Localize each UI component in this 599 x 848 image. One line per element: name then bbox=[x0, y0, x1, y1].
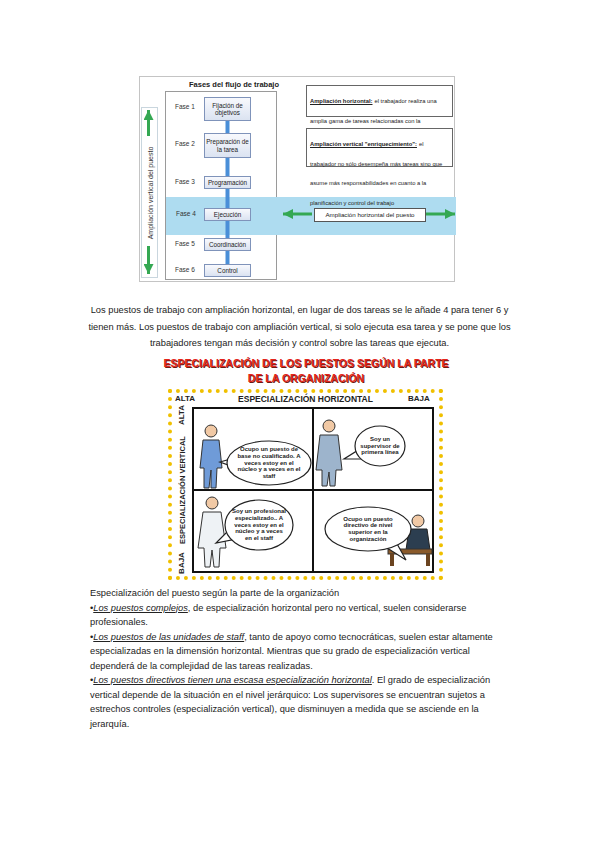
bubble-body bbox=[325, 507, 411, 551]
bullet: • bbox=[90, 675, 93, 685]
heading-line: Especialización del puesto según la part… bbox=[90, 586, 515, 601]
figure-title: Fases del flujo de trabajo bbox=[189, 80, 279, 89]
figure-head bbox=[205, 425, 217, 437]
definition-text: el trabajador no sólo desempeña más tare… bbox=[310, 141, 442, 206]
bullet-item: •Los puestos complejos, de especializaci… bbox=[90, 601, 515, 630]
axis-title: ESPECIALIZACIÓN VERTICAL bbox=[178, 436, 187, 544]
text-holder: Ampliación vertical "enriquecimiento":el… bbox=[307, 129, 452, 211]
text-holder: Ampliación horizontal del puesto bbox=[315, 209, 425, 221]
speech-bubble: Soy un profesional especializado.. A vec… bbox=[224, 499, 294, 551]
process-box: Coordinación bbox=[204, 238, 251, 251]
text-holder: Programación bbox=[205, 177, 250, 188]
paragraph-block: Los puestos de trabajo con ampliación ho… bbox=[84, 302, 515, 352]
matrix-divider bbox=[193, 489, 433, 491]
node-text: Soy un supervisor de primera línea bbox=[360, 436, 400, 456]
axis-end-label: BAJA bbox=[408, 394, 430, 403]
definition-term: Ampliación horizontal: bbox=[310, 98, 372, 104]
supervisor-figure bbox=[316, 420, 342, 486]
flow-arrow bbox=[226, 158, 230, 176]
matrix-frame: Ocupo un puesto de base no cualificado. … bbox=[168, 389, 443, 580]
node-text: Ocupo un puesto de base no cualificado. … bbox=[235, 446, 303, 480]
definition-term: Ampliación vertical "enriquecimiento": bbox=[310, 141, 417, 147]
bubble-body bbox=[225, 500, 293, 550]
flow-arrow bbox=[226, 121, 230, 133]
text-holder: Ocupo un puesto de base no cualificado. … bbox=[226, 440, 312, 486]
callout-box: Ampliación horizontal del puesto bbox=[314, 208, 426, 222]
text-holder: Coordinación bbox=[205, 239, 250, 250]
figure-body bbox=[200, 440, 222, 488]
band-label: Ampliación vertical del puesto bbox=[146, 144, 153, 241]
bullet: • bbox=[90, 603, 93, 613]
flow-arrow bbox=[226, 251, 230, 264]
text-holder: Preparación de la tarea bbox=[205, 134, 250, 157]
axis-end-label: ALTA bbox=[175, 394, 195, 403]
professional-figure bbox=[198, 497, 226, 567]
phase-label: Fase 5 bbox=[175, 240, 195, 247]
figure-head bbox=[323, 420, 335, 432]
body-paragraph: Los puestos de trabajo con ampliación ho… bbox=[88, 305, 510, 348]
figure-head bbox=[412, 515, 424, 527]
definition-box: Ampliación horizontal:el trabajador real… bbox=[306, 85, 453, 117]
speech-bubble: Soy un supervisor de primera línea bbox=[354, 425, 406, 467]
phase-label: Fase 1 bbox=[175, 103, 195, 110]
node-text: Coordinación bbox=[209, 241, 246, 248]
node-text: Ocupo un puesto directivo de nivel super… bbox=[334, 516, 402, 543]
matrix-title: ESPECIALIZACIÓN DE LOS PUESTOS SEGÚN LA … bbox=[156, 356, 456, 386]
emphasis: Los puestos directivos tienen una escasa… bbox=[93, 675, 372, 685]
vertical-band: Ampliación vertical del puesto bbox=[141, 107, 158, 278]
text-holder: Ocupo un puesto directivo de nivel super… bbox=[324, 506, 412, 552]
node-text: Preparación de la tarea bbox=[206, 138, 249, 152]
bullet-item: •Los puestos de las unidades de staff, t… bbox=[90, 630, 515, 674]
figure-frame: Ampliación vertical del puesto Fijación d… bbox=[139, 76, 455, 282]
emphasis: Los puestos de las unidades de staff bbox=[93, 632, 244, 642]
node-text: Ampliación horizontal del puesto bbox=[325, 211, 414, 218]
node-text: Control bbox=[217, 267, 237, 274]
bubble-body bbox=[227, 441, 311, 485]
desk-leg bbox=[426, 554, 430, 566]
process-box: Programación bbox=[204, 176, 251, 189]
bullet-item: •Los puestos directivos tienen una escas… bbox=[90, 673, 515, 731]
desk-leg bbox=[390, 554, 394, 566]
text-holder: Soy un profesional especializado.. A vec… bbox=[224, 499, 294, 551]
flow-frame bbox=[166, 92, 277, 280]
bubble-body bbox=[355, 426, 405, 466]
phase-label: Fase 4 bbox=[176, 210, 196, 217]
phase-label: Fase 2 bbox=[175, 140, 195, 147]
node-text: Fijación de objetivos bbox=[206, 102, 249, 116]
phase-label: Fase 6 bbox=[175, 266, 195, 273]
node-text: Ejecución bbox=[214, 211, 241, 218]
section-heading: Especialización del puesto según la part… bbox=[90, 588, 339, 598]
vertical-up-arrow bbox=[147, 110, 150, 136]
matrix-grid bbox=[193, 408, 433, 572]
process-box: Control bbox=[204, 264, 251, 277]
text-holder: Soy un supervisor de primera línea bbox=[354, 425, 406, 467]
emphasis: Los puestos complejos bbox=[93, 603, 188, 613]
figure-head bbox=[206, 497, 218, 509]
speech-bubble: Ocupo un puesto de base no cualificado. … bbox=[226, 440, 312, 486]
speech-bubble: Ocupo un puesto directivo de nivel super… bbox=[324, 506, 412, 552]
figure-body bbox=[316, 435, 342, 486]
process-box: Ejecución bbox=[204, 208, 251, 221]
text-holder: Ejecución bbox=[205, 209, 250, 220]
vertical-down-arrow bbox=[147, 246, 150, 274]
phase-label: Fase 3 bbox=[175, 178, 195, 185]
node-text: Soy un profesional especializado.. A vec… bbox=[231, 508, 287, 542]
worker-figure bbox=[200, 425, 222, 488]
definition-box: Ampliación vertical "enriquecimiento":el… bbox=[306, 128, 453, 167]
text-holder: Control bbox=[205, 265, 250, 276]
node-text: Programación bbox=[208, 179, 247, 186]
process-box: Fijación de objetivos bbox=[204, 97, 251, 121]
axis-end-label: ALTA bbox=[177, 405, 186, 425]
text-block: Especialización del puesto según la part… bbox=[90, 586, 515, 731]
bullet: • bbox=[90, 632, 93, 642]
text-holder: Fijación de objetivos bbox=[205, 98, 250, 120]
axis-end-label: BAJA bbox=[177, 552, 186, 574]
axis-title: ESPECIALIZACIÓN HORIZONTAL bbox=[172, 394, 439, 404]
process-box: Preparación de la tarea bbox=[204, 133, 251, 158]
